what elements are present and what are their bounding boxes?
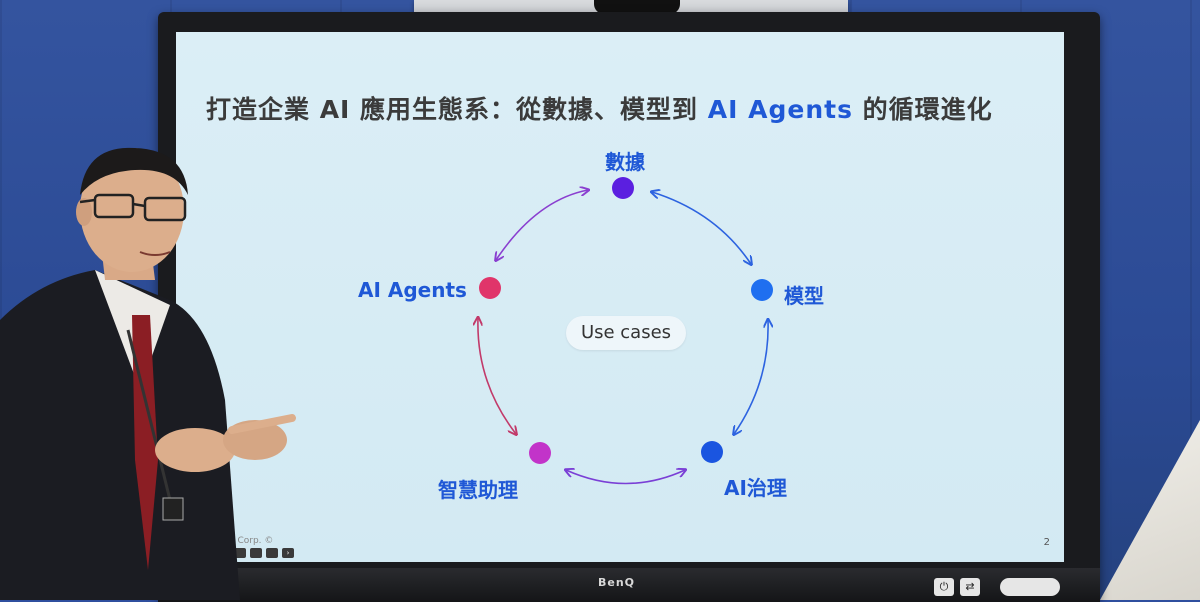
arrow-agents-data bbox=[496, 190, 588, 260]
slide-number: 2 bbox=[1043, 537, 1050, 548]
display-monitor: 打造企業 AI 應用生態系：從數據、模型到 AI Agents 的循環進化 bbox=[158, 12, 1100, 602]
control-panel[interactable] bbox=[1000, 578, 1060, 596]
cycle-diagram bbox=[176, 177, 1064, 485]
node-label-assistant: 智慧助理 bbox=[438, 478, 518, 502]
node-label-model: 模型 bbox=[784, 284, 824, 308]
node-label-data: 數據 bbox=[605, 150, 645, 174]
slide-screen: 打造企業 AI 應用生態系：從數據、模型到 AI Agents 的循環進化 bbox=[176, 32, 1064, 562]
node-dot-agents bbox=[479, 277, 501, 299]
title-text-end: 的循環進化 bbox=[852, 95, 993, 124]
node-label-agents: AI Agents bbox=[358, 278, 467, 302]
copyright-text: IBM Corp. © bbox=[218, 536, 274, 546]
node-dot-governance bbox=[701, 441, 723, 463]
slide-title: 打造企業 AI 應用生態系：從數據、模型到 AI Agents 的循環進化 bbox=[206, 90, 1046, 126]
node-label-governance: AI治理 bbox=[724, 476, 787, 500]
arrow-data-model bbox=[652, 192, 751, 264]
monitor-bezel-bottom: BenQ ⏻ ⇄ bbox=[158, 568, 1100, 602]
presenter-photo bbox=[0, 147, 296, 600]
input-button-icon[interactable]: ⇄ bbox=[960, 578, 980, 596]
node-dot-assistant bbox=[529, 442, 551, 464]
title-text: 打造企業 AI 應用生態系：從數據、模型到 bbox=[206, 95, 708, 124]
use-cases-pill: Use cases bbox=[566, 316, 686, 350]
pen-icon[interactable] bbox=[234, 548, 246, 558]
camera-lens bbox=[594, 0, 680, 14]
brand-logo: BenQ bbox=[598, 576, 636, 589]
power-button-icon[interactable]: ⏻ bbox=[934, 578, 954, 596]
title-accent: AI Agents bbox=[707, 95, 853, 124]
node-dot-model bbox=[751, 279, 773, 301]
next-arrow-icon[interactable]: › bbox=[282, 548, 294, 558]
arrow-governance-assistant bbox=[566, 470, 685, 485]
zoom-icon[interactable] bbox=[266, 548, 278, 558]
grid-icon[interactable] bbox=[250, 548, 262, 558]
arrow-model-governance bbox=[734, 320, 768, 434]
arrow-assistant-agents bbox=[478, 318, 516, 434]
node-dot-data bbox=[612, 177, 634, 199]
